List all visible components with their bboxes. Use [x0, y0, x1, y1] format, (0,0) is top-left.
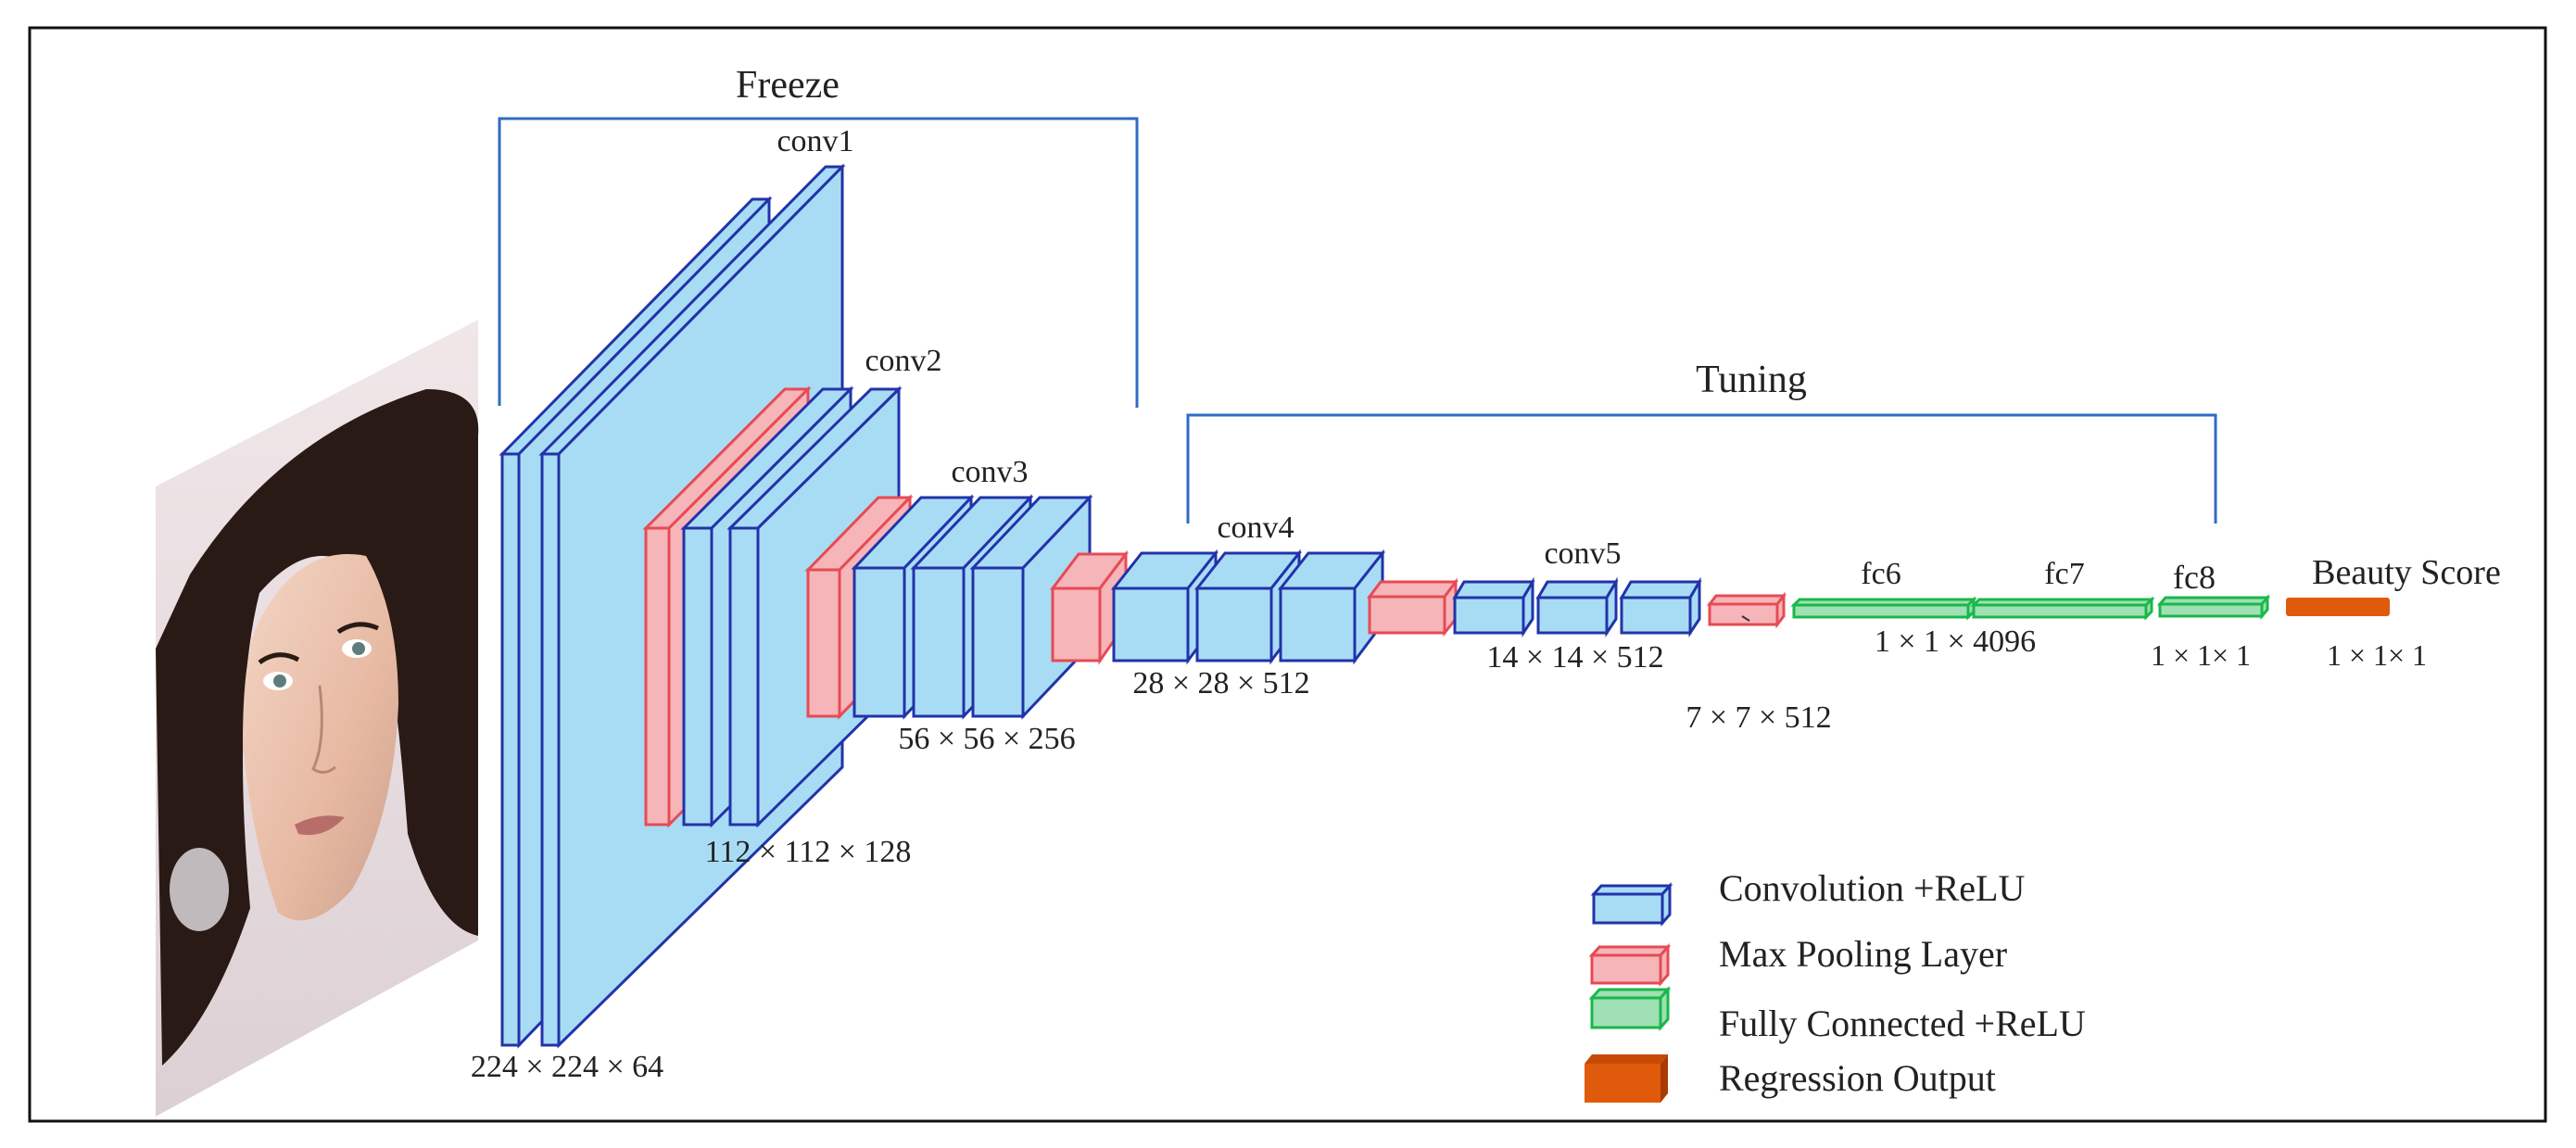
fc7-layer — [1970, 596, 2155, 621]
conv3-label: conv3 — [951, 455, 1028, 489]
tuning-bracket — [1186, 413, 2217, 524]
legend-fc-label: Fully Connected +ReLU — [1719, 1003, 2086, 1044]
legend-conv-label: Convolution +ReLU — [1719, 867, 2025, 909]
pool3-layer — [1049, 549, 1130, 665]
output-dim-label: 1 × 1× 1 — [2327, 638, 2427, 672]
conv5-label: conv5 — [1544, 536, 1621, 571]
beauty-score-label: Beauty Score — [2312, 553, 2501, 592]
regression-output-layer — [2286, 598, 2390, 616]
input-face-image — [156, 320, 479, 1116]
conv4-label: conv4 — [1217, 511, 1294, 545]
fc6-layer — [1790, 596, 1977, 621]
conv2-label: conv2 — [865, 344, 941, 378]
legend-regression-label: Regression Output — [1719, 1057, 1996, 1099]
conv5-layer — [1452, 576, 1535, 637]
dim-112-label: 112 × 112 × 128 — [705, 835, 912, 869]
dim-28-label: 28 × 28 × 512 — [1132, 666, 1309, 700]
freeze-label: Freeze — [736, 64, 840, 107]
conv1-label: conv1 — [777, 124, 853, 158]
fc8-label: fc8 — [2173, 559, 2216, 596]
legend-pool-swatch — [1588, 943, 1672, 987]
conv4-block — [1049, 549, 1386, 665]
conv4-layer — [1277, 549, 1386, 665]
pool5-layer — [1706, 591, 1787, 629]
fc8-dim-label: 1 × 1× 1 — [2151, 638, 2251, 672]
legend: Convolution +ReLU Max Pooling Layer Full… — [1585, 867, 2086, 1103]
conv3-block — [804, 494, 1093, 720]
dim-4096-label: 1 × 1 × 4096 — [1875, 624, 2036, 659]
freeze-bracket — [498, 117, 1139, 408]
legend-fc-swatch — [1588, 986, 1672, 1031]
conv5-layer — [1535, 576, 1619, 637]
dim-224-label: 224 × 224 × 64 — [471, 1050, 663, 1084]
fc7-label: fc7 — [2044, 557, 2084, 591]
conv5-block — [1367, 576, 1702, 637]
legend-conv-swatch — [1590, 882, 1673, 927]
fc6-label: fc6 — [1861, 557, 1900, 591]
legend-regression-swatch — [1585, 1054, 1668, 1103]
dim-14-label: 14 × 14 × 512 — [1486, 640, 1663, 675]
legend-pool-label: Max Pooling Layer — [1719, 933, 2007, 975]
conv5-layer — [1619, 576, 1702, 637]
dim-56-label: 56 × 56 × 256 — [898, 722, 1075, 756]
pool4-layer — [1367, 577, 1458, 637]
pool5-tick — [1741, 615, 1750, 622]
tuning-label: Tuning — [1696, 359, 1807, 401]
fc8-layer — [2156, 593, 2271, 621]
dim-7-label: 7 × 7 × 512 — [1686, 700, 1831, 735]
